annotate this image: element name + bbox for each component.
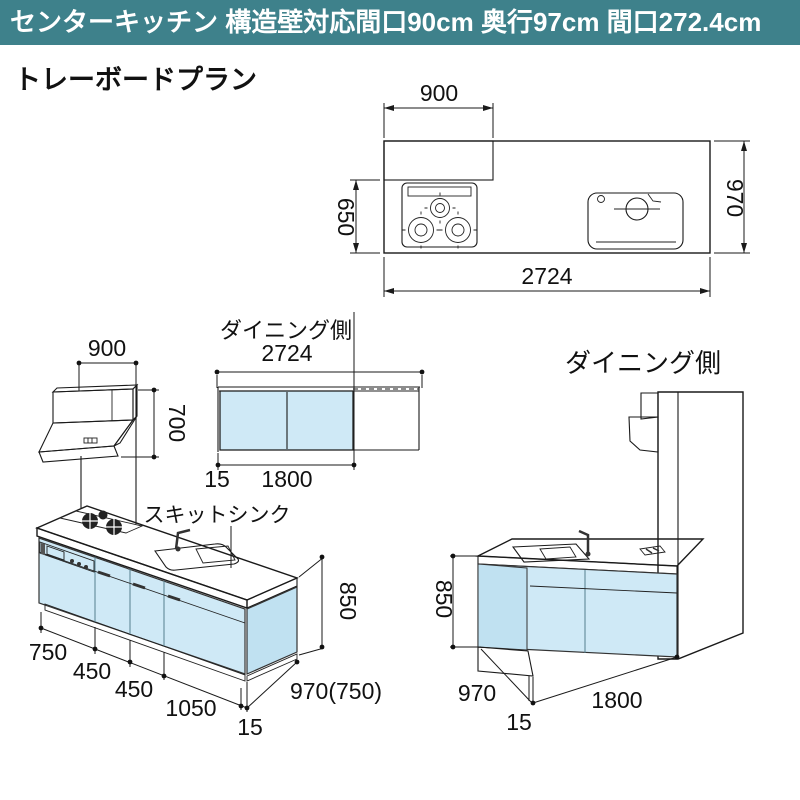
dining-dim-height: 850 — [431, 580, 457, 618]
plan-dim-left: 650 — [333, 198, 359, 236]
front-dim-seg1: 750 — [29, 639, 67, 665]
door-handles — [97, 570, 181, 602]
dining-view-dimensions: 850 970 15 1800 — [431, 553, 680, 735]
plan-dim-bottom: 2724 — [521, 263, 572, 289]
dining-dim-width: 1800 — [591, 687, 642, 713]
wall-cabinet-elevation: ダイニング側 2724 15 1800 — [204, 312, 425, 492]
hood-dim-height: 700 — [164, 404, 190, 442]
faucet-dining — [578, 529, 590, 553]
dining-dim-offset: 15 — [506, 709, 532, 735]
plan-dim-right: 970 — [722, 179, 748, 217]
sink-dining — [511, 543, 591, 563]
dining-dim-depth: 970 — [458, 680, 496, 706]
front-dim-seg4: 1050 — [165, 695, 216, 721]
header-title: センターキッチン 構造壁対応間口90cm 奥行97cm 間口272.4cm — [10, 7, 762, 37]
hood-dim-width: 900 — [88, 335, 126, 361]
header-bar: センターキッチン 構造壁対応間口90cm 奥行97cm 間口272.4cm — [0, 0, 800, 45]
dining-perspective-view: ダイニング側 — [431, 348, 744, 735]
cooktop-isometric — [58, 510, 144, 535]
plan-dimensions: 900 650 970 2724 — [333, 80, 750, 297]
island-dining-side — [475, 529, 705, 702]
plan-dim-top: 900 — [420, 80, 458, 106]
cooktop-control-panel — [39, 541, 95, 573]
faucet — [174, 528, 191, 550]
sink-rack — [195, 545, 236, 564]
range-hood — [38, 383, 139, 463]
dining-view-title: ダイニング側 — [565, 348, 721, 378]
range-hood-side — [628, 392, 659, 453]
front-dim-height: 850 — [335, 582, 361, 620]
cabinet-side-dining — [477, 563, 528, 651]
hood-elevation: 900 700 — [38, 335, 190, 524]
front-dim-depth: 970(750) — [290, 678, 382, 704]
wall-cabinet-dim-total: 2724 — [261, 340, 312, 366]
front-dim-seg2: 450 — [73, 658, 111, 684]
plan-sink — [587, 192, 684, 250]
wall-cabinet-title: ダイニング側 — [220, 318, 352, 343]
front-dim-offset: 15 — [237, 714, 263, 740]
front-perspective-view: スキットシンク 750 450 450 1050 15 850 — [29, 504, 382, 740]
front-dim-seg3: 450 — [115, 676, 153, 702]
wall-cabinet-dim-offset: 15 — [204, 466, 230, 492]
base-cabinet-side — [246, 586, 298, 675]
wall-cabinet-dim-width: 1800 — [261, 466, 312, 492]
hood-height-dimension: 700 — [121, 387, 190, 460]
sink-label: スキットシンク — [144, 504, 291, 527]
toe-kick-dining — [477, 646, 534, 677]
base-cabinet-front — [38, 537, 246, 675]
front-view-dimensions: 750 450 450 1050 15 850 970(750) — [29, 554, 382, 740]
plan-structural-wall-hatch — [383, 140, 494, 181]
plan-cooktop — [401, 182, 478, 249]
plan-subtitle: トレーボードプラン — [14, 65, 257, 95]
cooktop-glimpse — [639, 545, 666, 556]
sink-isometric — [154, 528, 240, 571]
plan-countertop — [383, 140, 711, 254]
plan-view: 900 650 970 2724 — [333, 80, 750, 297]
toe-kick — [44, 603, 246, 682]
structural-wall-edges — [80, 388, 137, 524]
